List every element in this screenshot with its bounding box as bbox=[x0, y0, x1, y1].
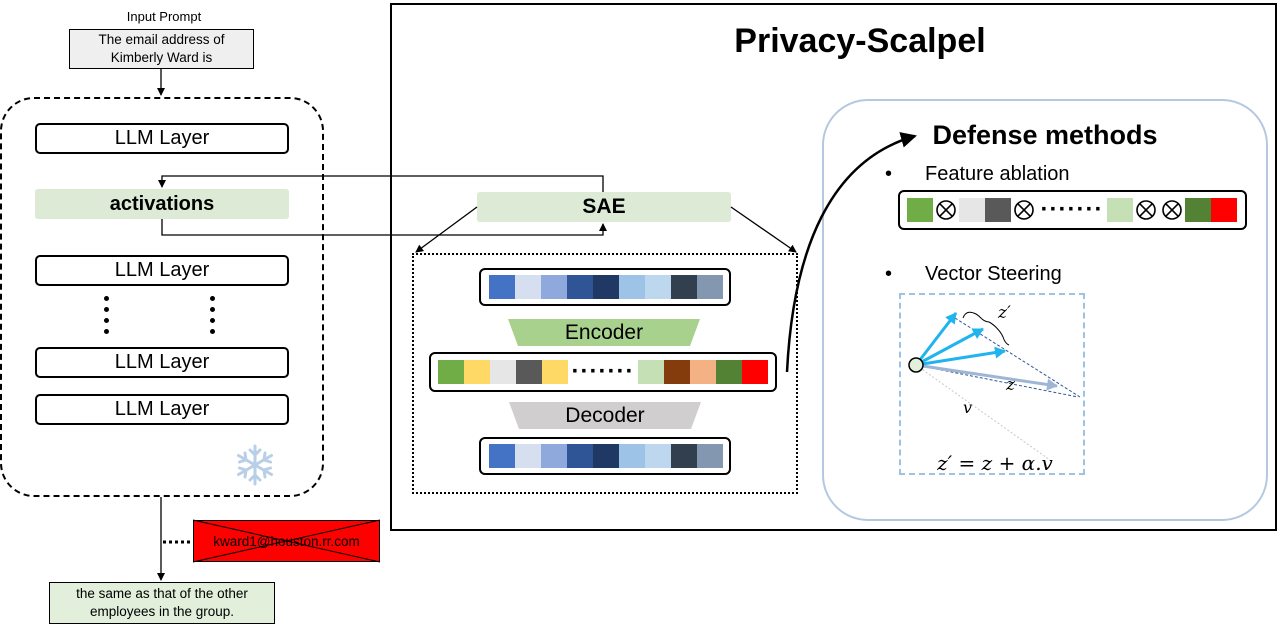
vector-steering-box bbox=[899, 293, 1085, 475]
v-guide-line bbox=[915, 364, 1051, 461]
latent-cell-right-2 bbox=[690, 360, 716, 384]
pii-cross-line-2 bbox=[192, 519, 381, 563]
origin-node bbox=[908, 357, 924, 373]
z-vector bbox=[915, 363, 1058, 391]
prompt-line-1: The email address of bbox=[98, 32, 225, 47]
latent-cell-right-1 bbox=[664, 360, 690, 384]
prompt-line-2: Kimberly Ward is bbox=[110, 50, 213, 65]
activation-cell-8 bbox=[697, 275, 723, 299]
activation-cell-6 bbox=[645, 275, 671, 299]
latent-cell-left-2 bbox=[490, 360, 516, 384]
ablation-cell-left-3 bbox=[985, 198, 1011, 222]
decoder-label: Decoder bbox=[565, 403, 645, 427]
sae-to-activations-arrow bbox=[158, 175, 604, 192]
activation-cell-2 bbox=[541, 275, 567, 299]
privacy-scalpel-frame bbox=[390, 3, 1277, 531]
defense-curved-arrow bbox=[785, 132, 917, 373]
vertical-ellipsis-left bbox=[104, 296, 114, 334]
ablated-feature-left-4 bbox=[1011, 198, 1037, 222]
activation-cell-7 bbox=[671, 275, 697, 299]
activation-cell-0 bbox=[489, 275, 515, 299]
activation-cell-3 bbox=[567, 444, 593, 468]
activation-cell-2 bbox=[541, 444, 567, 468]
sparse-latent-strip: ······· bbox=[429, 352, 777, 392]
activation-cell-3 bbox=[567, 275, 593, 299]
activations-block: activations bbox=[35, 189, 289, 219]
llm-layer-3: LLM Layer bbox=[35, 347, 289, 378]
activation-cell-8 bbox=[697, 444, 723, 468]
v-label: v bbox=[963, 398, 972, 417]
input-prompt-label: Input Prompt bbox=[126, 9, 202, 24]
latent-cell-left-1 bbox=[464, 360, 490, 384]
ablation-cell-right-0 bbox=[1107, 198, 1133, 222]
encoder-shape bbox=[508, 319, 700, 346]
activation-cell-1 bbox=[515, 444, 541, 468]
latent-cell-left-4 bbox=[542, 360, 568, 384]
zprime-guide-line bbox=[954, 317, 1081, 398]
latent-cell-right-3 bbox=[716, 360, 742, 384]
decoder-shape bbox=[509, 402, 701, 429]
zprime-vector-3 bbox=[915, 346, 1006, 367]
sae-right-arrow bbox=[730, 206, 797, 253]
llm-layer-1: LLM Layer bbox=[35, 123, 289, 154]
ablated-feature-right-1 bbox=[1133, 198, 1159, 222]
ablation-strip: ······· bbox=[898, 190, 1247, 230]
llm-container bbox=[0, 97, 324, 497]
input-prompt-box: The email address of Kimberly Ward is bbox=[69, 29, 254, 69]
output-line-1: the same as that of the other bbox=[76, 586, 248, 601]
activation-cell-4 bbox=[593, 444, 619, 468]
zprime-brace bbox=[962, 311, 1010, 346]
activation-cell-5 bbox=[619, 275, 645, 299]
activation-cell-0 bbox=[489, 444, 515, 468]
privacy-scalpel-title: Privacy-Scalpel bbox=[734, 22, 986, 60]
llm-layer-2: LLM Layer bbox=[35, 255, 289, 286]
activation-cell-6 bbox=[645, 444, 671, 468]
sae-left-arrow bbox=[415, 206, 478, 253]
output-box: the same as that of the other employees … bbox=[49, 582, 275, 624]
ablation-cell-left-0 bbox=[907, 198, 933, 222]
ablated-feature-left-1 bbox=[933, 198, 959, 222]
output-line-2: employees in the group. bbox=[89, 604, 235, 619]
bullet-2: • bbox=[885, 263, 893, 285]
ablation-cell-left-2 bbox=[959, 198, 985, 222]
latent-cell-right-4 bbox=[742, 360, 768, 384]
latent-cell-left-3 bbox=[516, 360, 542, 384]
vector-steering-label: Vector Steering bbox=[925, 263, 1062, 285]
feature-ablation-label: Feature ablation bbox=[925, 163, 1070, 185]
activation-cell-4 bbox=[593, 275, 619, 299]
encoder-label: Encoder bbox=[564, 320, 644, 344]
steering-formula: z′ = z + α.v bbox=[937, 451, 1053, 475]
latent-cell-left-0 bbox=[438, 360, 464, 384]
activation-cell-7 bbox=[671, 444, 697, 468]
defense-methods-title: Defense methods bbox=[932, 120, 1158, 150]
ablation-cell-right-4 bbox=[1211, 198, 1237, 222]
activation-cell-1 bbox=[515, 275, 541, 299]
ablation-cell-right-3 bbox=[1185, 198, 1211, 222]
sae-detail-frame bbox=[412, 253, 798, 494]
latent-ellipsis: ······· bbox=[571, 358, 635, 385]
activations-to-sae-arrow bbox=[161, 219, 607, 236]
vertical-ellipsis-right bbox=[210, 296, 220, 334]
decoder-block: Decoder bbox=[509, 402, 701, 429]
activation-cell-5 bbox=[619, 444, 645, 468]
zprime-vector-1 bbox=[914, 312, 958, 366]
llm-layer-4: LLM Layer bbox=[35, 394, 289, 425]
input-activation-strip bbox=[479, 268, 731, 306]
z-label: z bbox=[1005, 375, 1016, 395]
latent-cell-right-0 bbox=[638, 360, 664, 384]
encoder-block: Encoder bbox=[508, 319, 700, 346]
reconstructed-activation-strip bbox=[479, 437, 731, 475]
zprime-label: z′ bbox=[997, 303, 1011, 323]
bullet-1: • bbox=[885, 163, 893, 185]
zprime-vector-2 bbox=[915, 327, 984, 367]
defense-panel bbox=[822, 99, 1268, 521]
ablated-feature-right-2 bbox=[1159, 198, 1185, 222]
sae-block: SAE bbox=[477, 192, 731, 222]
snowflake-icon bbox=[233, 443, 277, 492]
ablation-ellipsis: ······· bbox=[1040, 196, 1104, 223]
